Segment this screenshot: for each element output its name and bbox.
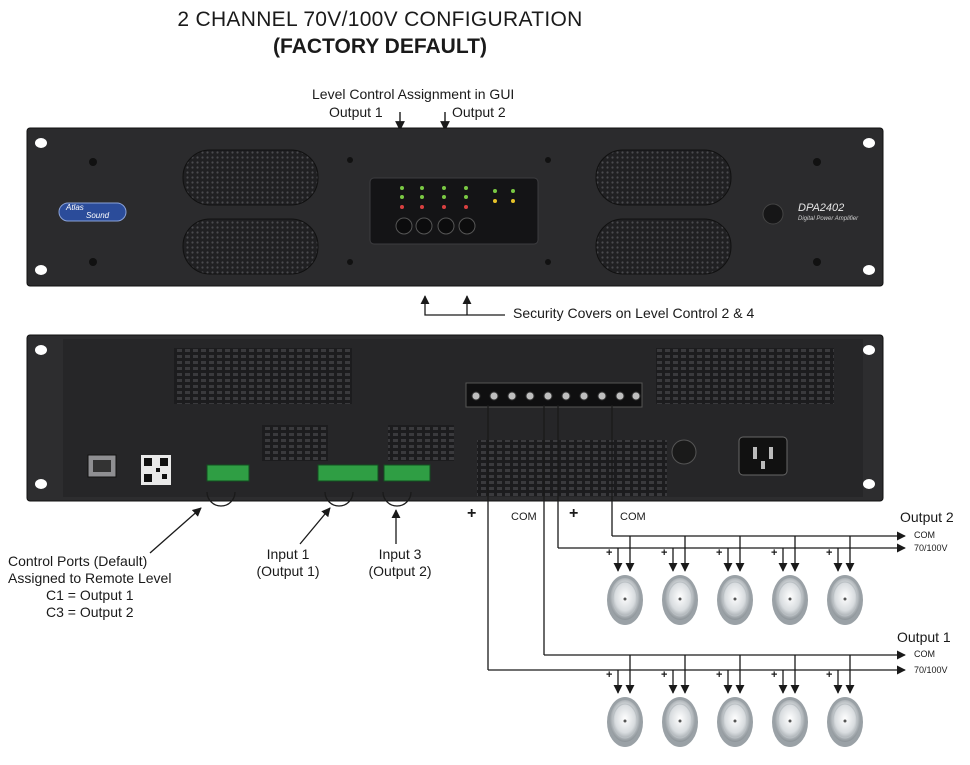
diagram-subtitle: (FACTORY DEFAULT) [273, 35, 487, 58]
brand-line2: Sound [86, 211, 110, 220]
speaker-plus-mark: + [826, 669, 833, 681]
control-ports-line1: Control Ports (Default) [8, 553, 148, 569]
speaker-plus-mark: + [661, 669, 668, 681]
plus-right-label: + [569, 505, 579, 522]
diagram-title: 2 CHANNEL 70V/100V CONFIGURATION [177, 8, 583, 31]
plus-left-label: + [467, 505, 477, 522]
input1-sub: (Output 1) [256, 563, 320, 579]
input1-label: Input 1 [266, 546, 310, 562]
speaker-row-output1 [606, 696, 864, 748]
control-ports-line4: C3 = Output 2 [46, 604, 134, 620]
front-panel [26, 127, 884, 287]
speaker-plus-mark: + [771, 547, 778, 559]
speaker-plus-mark: + [606, 547, 613, 559]
speaker-plus-mark: + [606, 669, 613, 681]
speaker-plus-mark: + [661, 547, 668, 559]
output1-com: COM [914, 649, 935, 659]
atlas-sound-logo [58, 202, 127, 222]
speaker-plus-mark: + [716, 547, 723, 559]
security-covers-label: Security Covers on Level Control 2 & 4 [513, 305, 755, 321]
input3-sub: (Output 2) [368, 563, 432, 579]
gui-assignment-label: Level Control Assignment in GUI [312, 86, 515, 102]
front-output1-label: Output 1 [329, 104, 383, 120]
speaker-plus-mark: + [826, 547, 833, 559]
output1-voltage: 70/100V [914, 665, 948, 675]
output1-title: Output 1 [897, 629, 951, 645]
control-ports-line2: Assigned to Remote Level [8, 570, 172, 586]
speaker-row-output2 [606, 574, 864, 626]
rear-panel [26, 334, 884, 502]
model-name: DPA2402 [798, 202, 845, 214]
output2-title: Output 2 [900, 509, 954, 525]
com-right-label: COM [620, 511, 646, 523]
output2-com: COM [914, 530, 935, 540]
speaker-plus-mark: + [771, 669, 778, 681]
output2-voltage: 70/100V [914, 543, 948, 553]
speaker-plus-mark: + [716, 669, 723, 681]
control-ports-line3: C1 = Output 1 [46, 587, 134, 603]
com-left-label: COM [511, 511, 537, 523]
brand-line1: Atlas [66, 203, 84, 212]
input3-label: Input 3 [378, 546, 422, 562]
front-output2-label: Output 2 [452, 104, 506, 120]
model-subtitle: Digital Power Amplifier [798, 216, 859, 222]
